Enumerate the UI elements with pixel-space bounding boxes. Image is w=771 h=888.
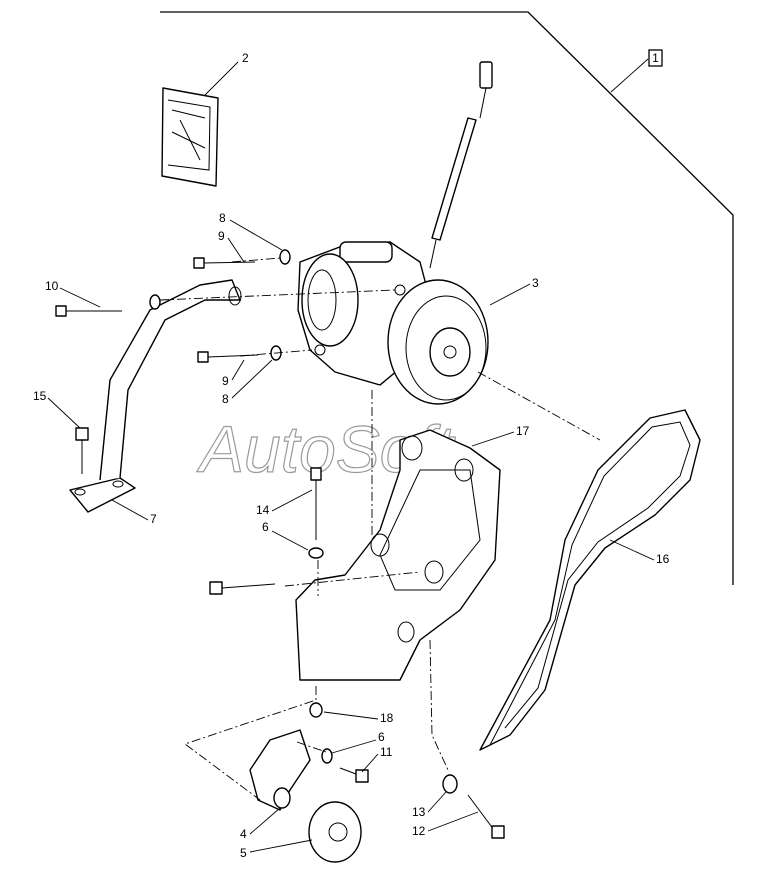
callout-label: 13 xyxy=(412,805,426,819)
callout-label: 10 xyxy=(45,279,59,293)
drive-belt-part xyxy=(479,409,701,751)
callout-label: 2 xyxy=(242,51,249,65)
callout-label: 9 xyxy=(218,229,225,243)
bracket-fasteners xyxy=(209,467,324,718)
callout-labels: 2 3 4 5 6 6 7 8 8 9 9 10 11 12 13 14 15 … xyxy=(33,51,670,860)
callout-label: 17 xyxy=(516,424,530,438)
assembly-frame: 1 xyxy=(160,11,734,585)
ac-compressor-part xyxy=(297,241,489,405)
callout-label: 7 xyxy=(150,512,157,526)
callout-label: 12 xyxy=(412,824,426,838)
callout-label: 18 xyxy=(380,711,394,725)
mounting-bracket-part xyxy=(295,429,501,681)
callout-label: 14 xyxy=(256,503,270,517)
callout-label: 6 xyxy=(262,520,269,534)
group-label-box xyxy=(648,49,663,67)
idler-assembly xyxy=(249,729,369,863)
support-brace-part xyxy=(69,279,242,513)
callout-label: 3 xyxy=(532,276,539,290)
callout-label: 4 xyxy=(240,827,247,841)
idler-pulley xyxy=(308,801,362,863)
callout-label: 15 xyxy=(33,389,47,403)
callout-label: 9 xyxy=(222,374,229,388)
lower-fasteners xyxy=(442,774,505,839)
alignment-lines xyxy=(159,257,601,801)
callout-label: 8 xyxy=(219,211,226,225)
callout-label: 8 xyxy=(222,392,229,406)
upper-fasteners xyxy=(55,249,291,474)
group-label: 1 xyxy=(652,51,659,65)
electrical-connector xyxy=(479,61,493,89)
manual-document-part xyxy=(161,87,219,187)
callout-label: 6 xyxy=(378,730,385,744)
callout-label: 11 xyxy=(380,745,393,759)
callout-label: 5 xyxy=(240,846,247,860)
compressor-wiring xyxy=(429,61,493,269)
callout-label: 16 xyxy=(656,552,670,566)
